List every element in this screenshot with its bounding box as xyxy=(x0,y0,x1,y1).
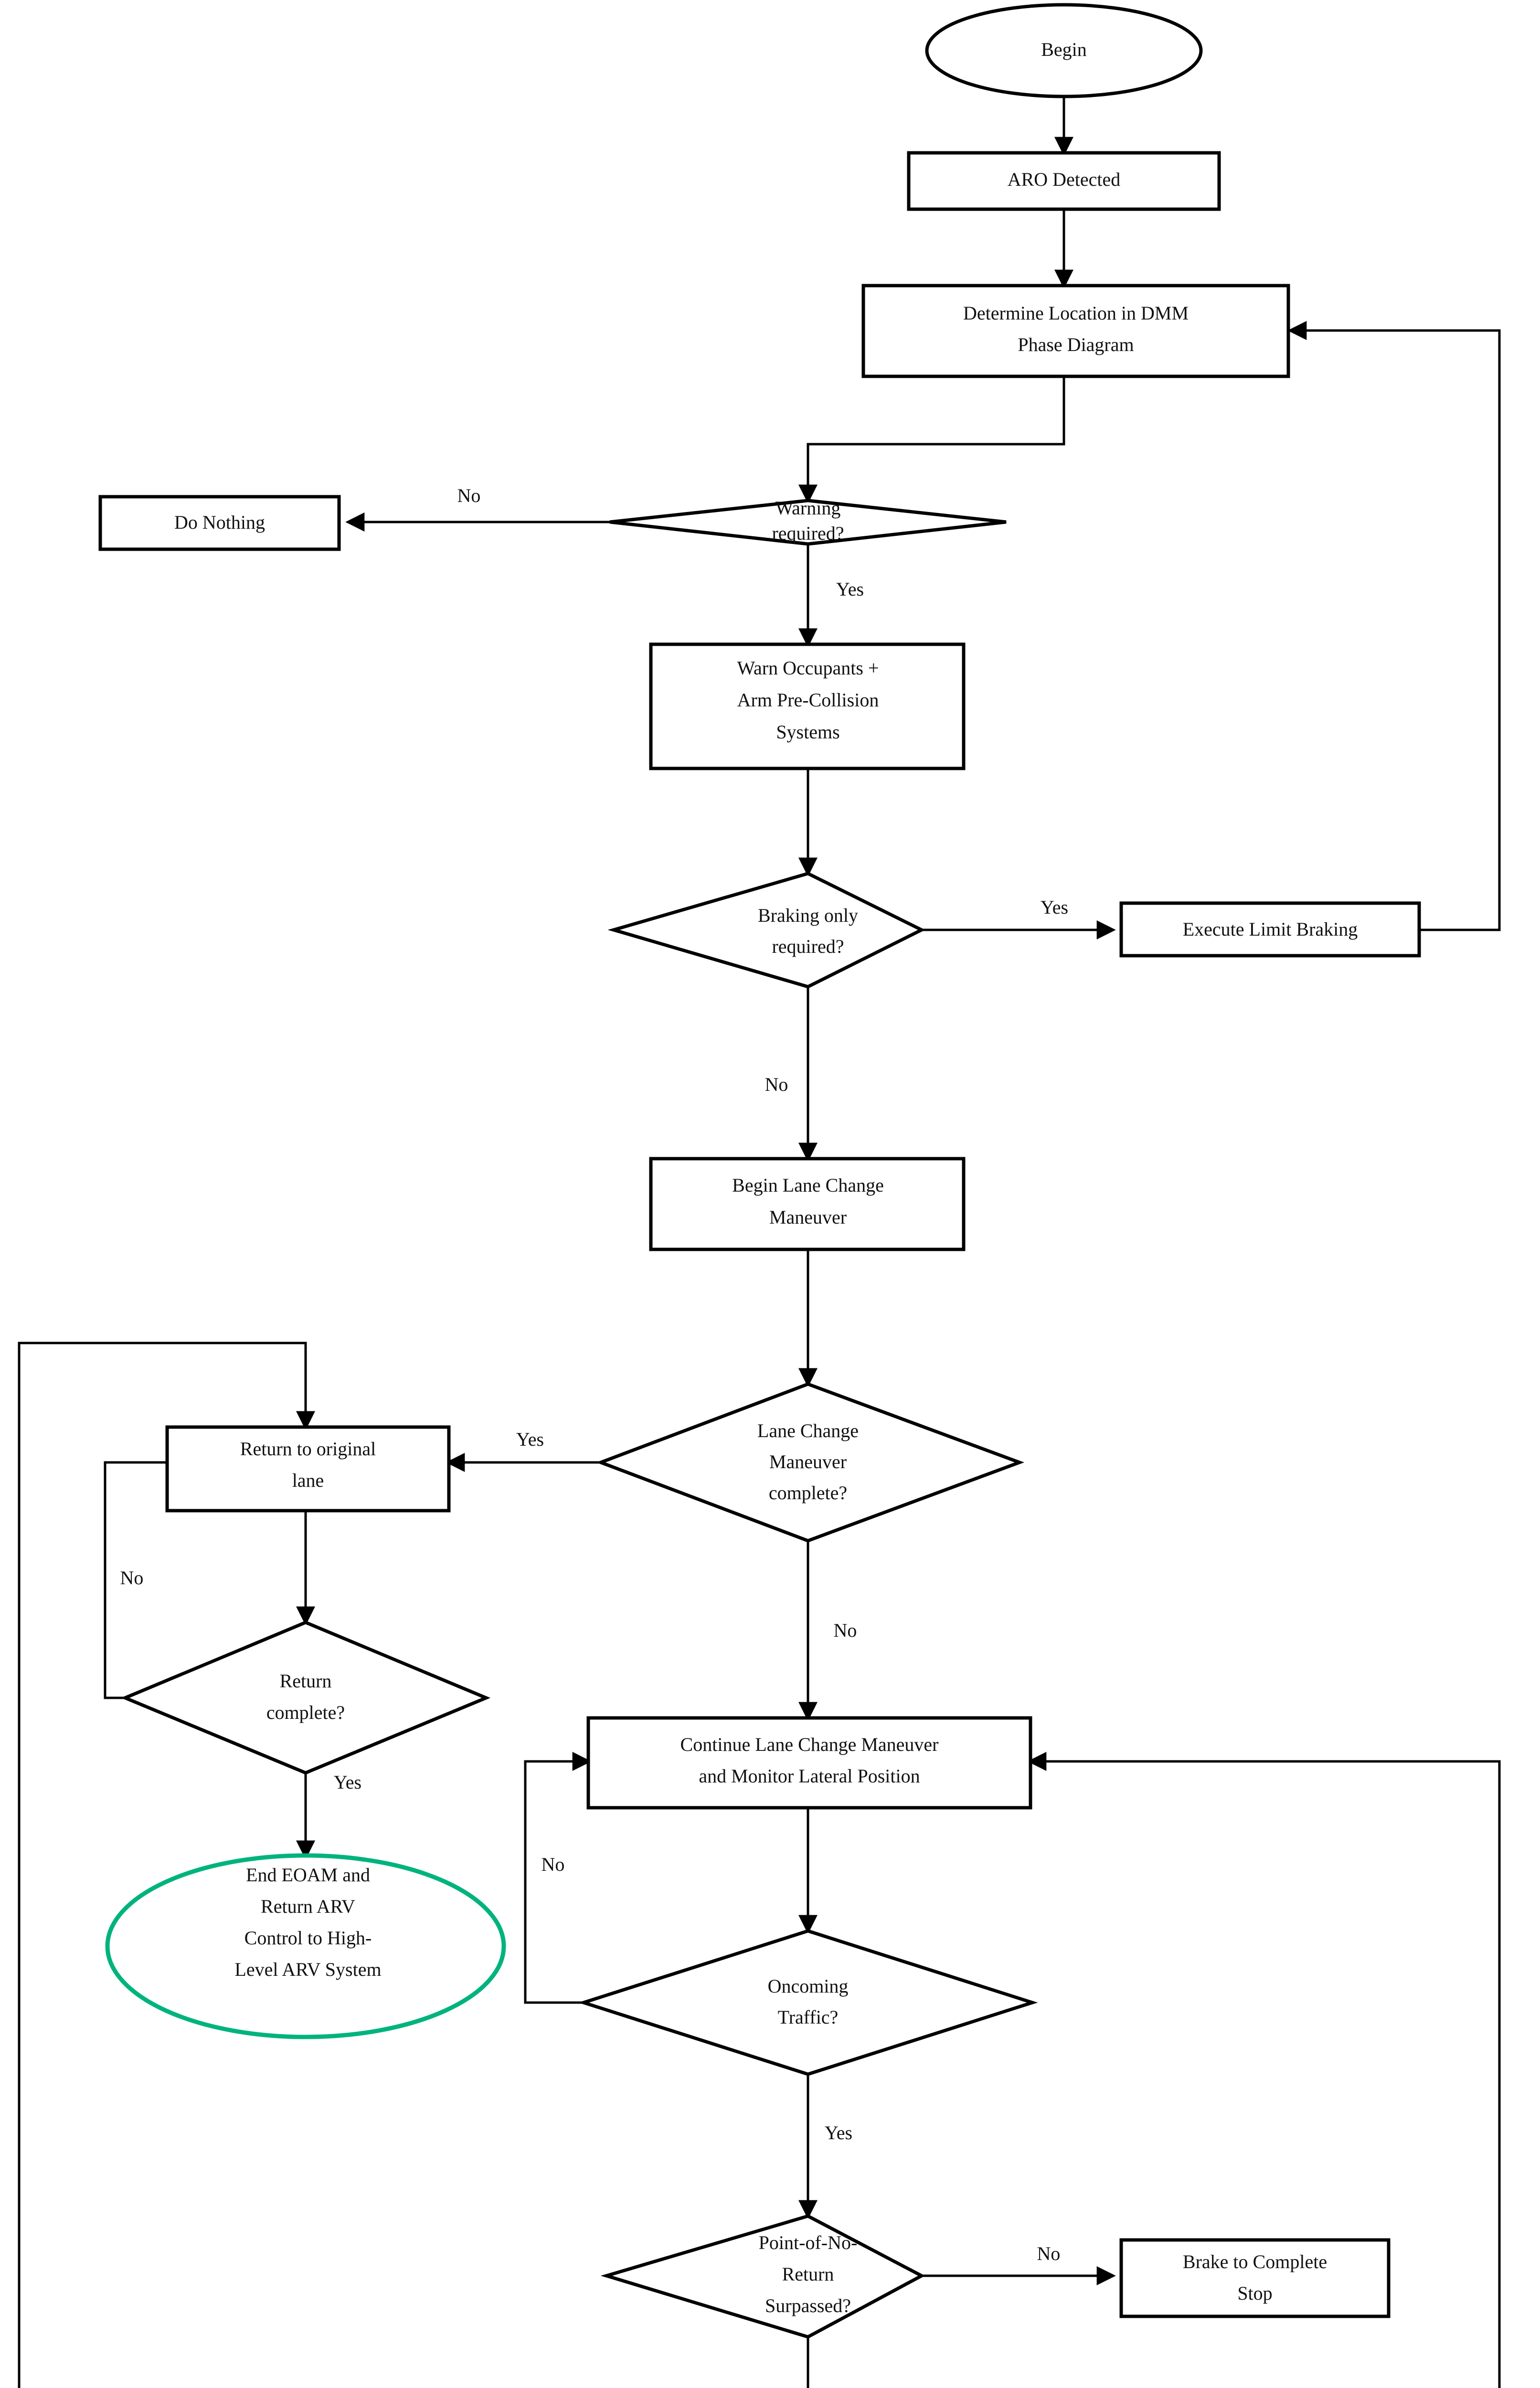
node-brake-complete-stop-line2: Stop xyxy=(1237,2282,1272,2304)
node-warning-required-line1: Warning xyxy=(775,497,841,519)
node-return-original-lane-line2: lane xyxy=(292,1470,324,1491)
node-return-complete[interactable]: Return complete? xyxy=(120,1620,491,1775)
node-braking-only-line2: required? xyxy=(772,936,844,957)
edge-label-return-yes: Yes xyxy=(334,1771,361,1793)
node-point-of-no-return-line1: Point-of-No- xyxy=(759,2232,858,2253)
node-end-eoam[interactable]: End EOAM and Return ARV Control to High-… xyxy=(105,1853,506,2039)
node-do-nothing-label: Do Nothing xyxy=(174,512,265,533)
node-execute-limit-braking-label: Execute Limit Braking xyxy=(1183,918,1358,940)
node-do-nothing[interactable]: Do Nothing xyxy=(98,495,341,551)
node-begin-label: Begin xyxy=(1041,39,1087,60)
edge-limit-braking-loopback xyxy=(1287,321,1501,931)
node-continue-lane-change-line2: and Monitor Lateral Position xyxy=(699,1765,920,1787)
node-oncoming-traffic-line1: Oncoming xyxy=(768,1975,849,1997)
node-warn-occupants-line3: Systems xyxy=(776,721,839,743)
node-begin-lane-change-line2: Maneuver xyxy=(769,1206,847,1228)
node-determine-location-line1: Determine Location in DMM xyxy=(963,302,1189,324)
edge-desired-yes-loopback-continue xyxy=(1027,1752,1501,2388)
node-brake-complete-stop-line1: Brake to Complete xyxy=(1183,2251,1327,2272)
node-warn-occupants[interactable]: Warn Occupants + Arm Pre-Collision Syste… xyxy=(649,642,966,770)
node-determine-location[interactable]: Determine Location in DMM Phase Diagram xyxy=(861,284,1290,378)
edge-label-pnr-no: No xyxy=(1037,2243,1061,2264)
node-point-of-no-return-line2: Return xyxy=(782,2263,834,2285)
node-end-eoam-line3: Control to High- xyxy=(244,1927,372,1949)
node-return-original-lane-line1: Return to original xyxy=(240,1438,376,1460)
node-lane-change-complete-line2: Maneuver xyxy=(769,1451,847,1472)
edge-label-oncoming-yes: Yes xyxy=(825,2122,852,2143)
edge-label-return-no: No xyxy=(120,1567,144,1588)
node-point-of-no-return[interactable]: Point-of-No- Return Surpassed? xyxy=(600,2214,925,2339)
node-begin[interactable]: Begin xyxy=(925,3,1203,98)
node-warning-required[interactable]: Warning required? xyxy=(609,497,1007,546)
node-warn-occupants-line1: Warn Occupants + xyxy=(737,657,879,679)
edge-label-lane-change-yes: Yes xyxy=(516,1429,544,1450)
edge-label-oncoming-no: No xyxy=(542,1854,565,1875)
node-return-original-lane[interactable]: Return to original lane xyxy=(165,1425,451,1513)
node-begin-lane-change-line1: Begin Lane Change xyxy=(732,1174,884,1196)
node-return-complete-line2: complete? xyxy=(266,1702,345,1723)
node-oncoming-traffic-line2: Traffic? xyxy=(778,2006,839,2028)
node-warning-required-line2: required? xyxy=(772,522,844,544)
node-determine-location-line2: Phase Diagram xyxy=(1018,334,1134,355)
node-continue-lane-change-line1: Continue Lane Change Maneuver xyxy=(680,1734,939,1755)
node-aro-detected-label: ARO Detected xyxy=(1008,169,1121,190)
node-end-eoam-line4: Level ARV System xyxy=(234,1959,381,1980)
node-execute-limit-braking[interactable]: Execute Limit Braking xyxy=(1119,901,1421,958)
node-lane-change-complete[interactable]: Lane Change Maneuver complete? xyxy=(596,1382,1025,1543)
edge-label-braking-no: No xyxy=(765,1074,788,1095)
edge-label-lane-change-no: No xyxy=(834,1620,857,1641)
node-lane-change-complete-line3: complete? xyxy=(769,1482,847,1503)
node-point-of-no-return-line3: Surpassed? xyxy=(765,2295,851,2316)
node-oncoming-traffic[interactable]: Oncoming Traffic? xyxy=(578,1929,1038,2076)
node-return-complete-line1: Return xyxy=(280,1670,332,1692)
node-aro-detected[interactable]: ARO Detected xyxy=(907,151,1221,211)
node-begin-lane-change[interactable]: Begin Lane Change Maneuver xyxy=(649,1157,966,1251)
edge-label-warning-no: No xyxy=(457,485,481,506)
edge-label-warning-yes: Yes xyxy=(836,578,864,600)
node-braking-only-line1: Braking only xyxy=(758,905,858,926)
edge-label-braking-yes: Yes xyxy=(1041,896,1068,918)
node-end-eoam-line1: End EOAM and xyxy=(246,1864,370,1886)
node-lane-change-complete-line1: Lane Change xyxy=(757,1420,859,1441)
node-warn-occupants-line2: Arm Pre-Collision xyxy=(737,689,879,711)
node-braking-only[interactable]: Braking only required? xyxy=(607,872,925,989)
node-brake-complete-stop[interactable]: Brake to Complete Stop xyxy=(1119,2238,1391,2318)
edge-determine-to-warning xyxy=(798,375,1065,504)
node-continue-lane-change[interactable]: Continue Lane Change Maneuver and Monito… xyxy=(586,1716,1032,1810)
node-end-eoam-line2: Return ARV xyxy=(261,1896,355,1917)
edge-desired-no-loopback-return xyxy=(18,1342,315,2388)
